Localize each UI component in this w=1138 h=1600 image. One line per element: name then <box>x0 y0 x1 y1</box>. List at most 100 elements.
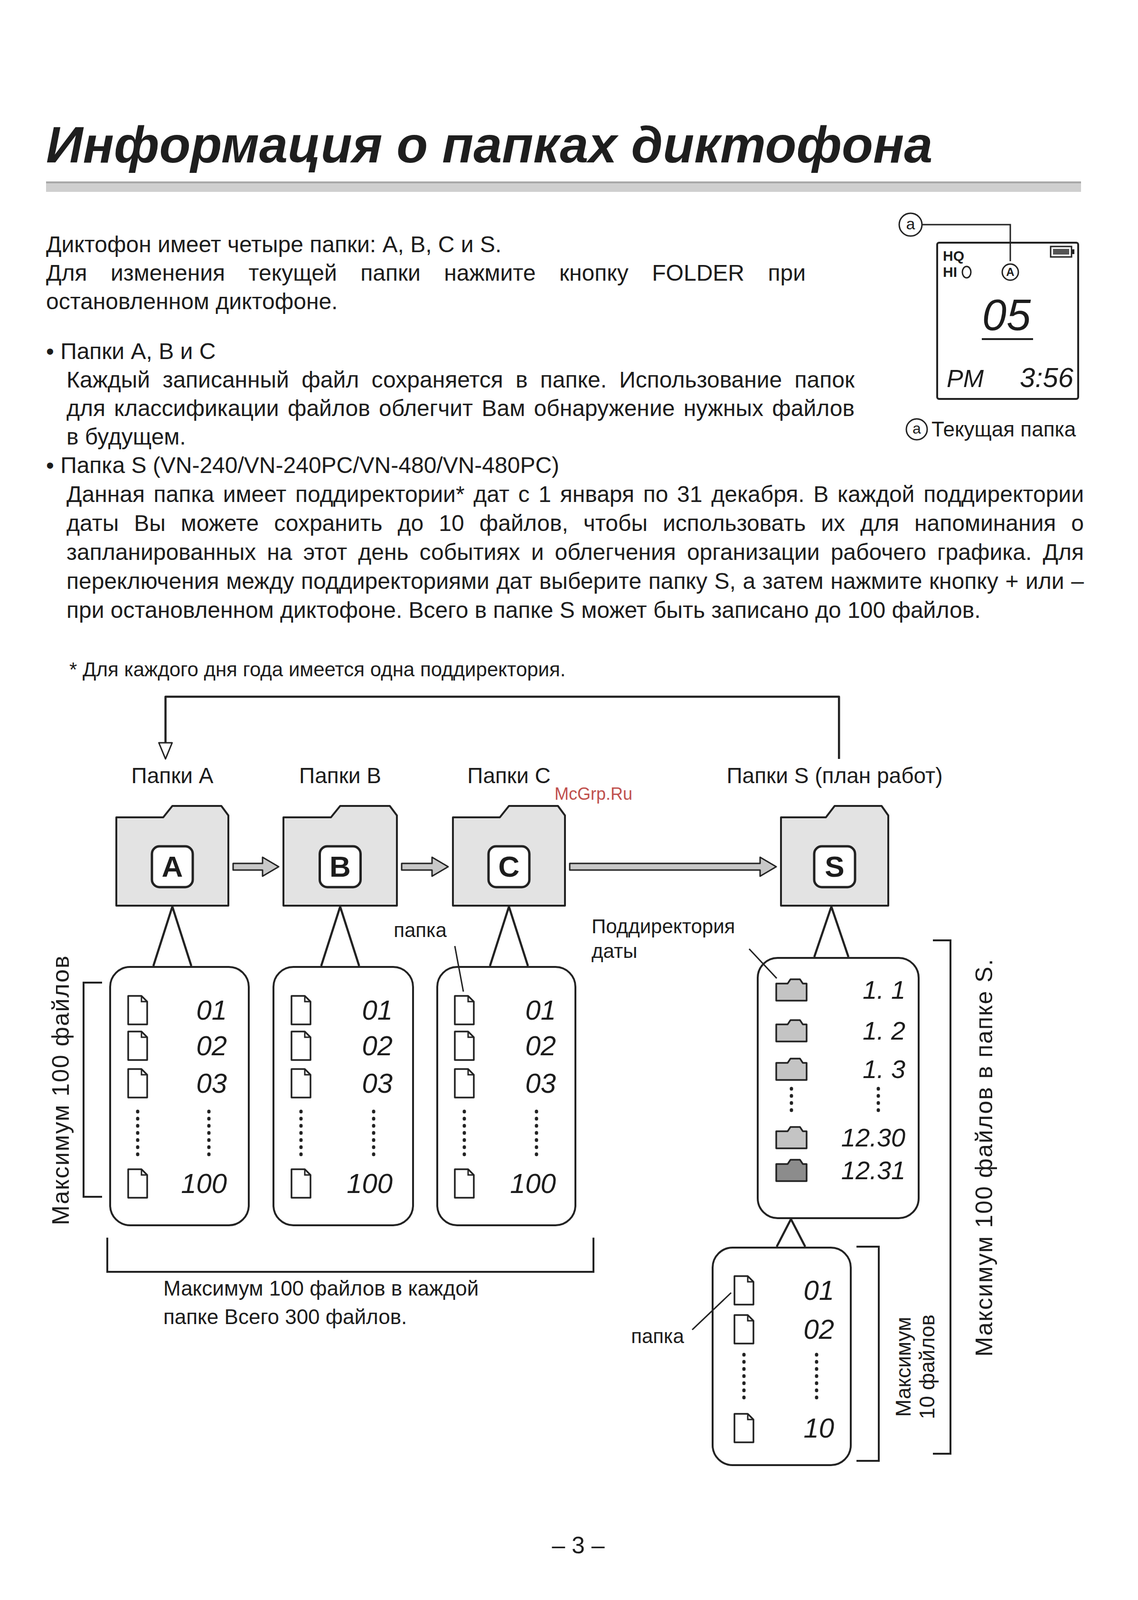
file-icon <box>454 1068 474 1098</box>
ellipsis-dots <box>372 1110 376 1159</box>
folder-icon: Папки BB <box>282 758 398 907</box>
connector <box>814 906 849 957</box>
file-number: 100 <box>346 1166 393 1200</box>
letter-frame <box>814 846 856 887</box>
folder-icon: Папки CC <box>451 758 566 907</box>
file-list: 010203 100 <box>272 965 414 1226</box>
file-icon <box>128 1031 148 1060</box>
file-number: 12.31 <box>841 1154 906 1186</box>
file-number: 1. 1 <box>862 974 906 1006</box>
callout-wedge <box>776 1218 806 1247</box>
file-number: 01 <box>361 993 393 1027</box>
file-icon <box>454 995 474 1025</box>
file-icon <box>291 1168 311 1198</box>
flow-arrow <box>233 856 279 876</box>
battery-icon <box>1050 246 1072 257</box>
file-number: 01 <box>196 993 227 1027</box>
ellipsis-dots <box>790 1088 794 1116</box>
folder-outline <box>116 805 229 906</box>
folder-outline <box>283 805 397 906</box>
file-number: 01 <box>525 993 556 1027</box>
page-number: – 3 – <box>551 1530 605 1560</box>
loop-line <box>165 696 840 759</box>
callout-label: Поддиректория даты <box>591 913 749 964</box>
callout-wedge <box>814 906 849 957</box>
file-icon <box>128 1068 148 1098</box>
file-icon <box>734 1275 754 1305</box>
folder-letter: S <box>824 848 845 885</box>
file-list: 010203 100 <box>436 965 577 1226</box>
date-folder-icon <box>776 1126 807 1148</box>
folder-heading: Папки A <box>131 762 214 789</box>
letter-frame <box>319 846 361 887</box>
bracket-label: Максимум 100 файлов <box>46 954 76 1225</box>
callout-letter: a <box>906 214 916 234</box>
connector <box>153 906 192 966</box>
callout-label: папка <box>393 918 447 942</box>
folder-outline <box>780 805 889 906</box>
file-number: 1. 3 <box>862 1053 906 1085</box>
folder-outline <box>452 805 565 906</box>
ellipsis-dots <box>742 1354 746 1403</box>
folder-heading: Папки C <box>467 762 551 789</box>
connector <box>776 1218 806 1247</box>
ellipsis-dots <box>299 1110 303 1159</box>
title-band-edge <box>46 181 1082 184</box>
file-icon <box>454 1168 474 1198</box>
bracket-label: Максимум 10 файлов <box>891 1306 940 1428</box>
file-number: 03 <box>525 1066 556 1100</box>
ellipsis-dots <box>462 1110 467 1159</box>
callout-wedge <box>321 906 360 966</box>
lcd-time: PM <box>946 363 984 394</box>
date-folder-icon <box>776 978 807 1001</box>
flow-arrow <box>401 856 449 876</box>
body-text: Каждый записанный файл сохраняется в пап… <box>66 365 855 452</box>
file-number: 1. 2 <box>862 1015 906 1046</box>
bracket-label: Максимум 100 файлов в папке S. <box>969 957 999 1356</box>
lcd-indicator: HQ <box>942 247 965 265</box>
leader-line <box>749 948 777 979</box>
ellipsis-dots <box>207 1110 211 1159</box>
file-icon <box>291 1031 311 1060</box>
battery-level <box>1053 248 1070 255</box>
flow-arrow <box>569 856 777 876</box>
callout-wedge <box>153 906 192 966</box>
file-list: 010210 <box>711 1246 852 1466</box>
lcd-display: HQHIA05PM3:56 <box>936 241 1080 400</box>
connector <box>321 906 360 966</box>
leader-line <box>454 945 464 992</box>
callout-wedge <box>489 906 528 966</box>
file-icon <box>734 1413 754 1442</box>
bracket <box>107 1237 594 1272</box>
connector <box>569 856 777 876</box>
file-icon <box>734 1314 754 1344</box>
date-list: 1. 11. 21. 312.3012.31 <box>756 956 920 1219</box>
lcd-indicator: HI <box>942 263 958 281</box>
date-folder-icon <box>776 1058 807 1080</box>
callout-letter: a <box>912 419 922 438</box>
file-list: 010203100 <box>109 965 250 1226</box>
bullet-heading: • Папка S (VN-240/VN-240PC/VN-480/VN-480… <box>46 451 560 480</box>
lcd-time: 3:56 <box>1019 360 1074 395</box>
callout-label: папка <box>630 1324 685 1348</box>
file-number: 02 <box>525 1028 556 1063</box>
mic-icon <box>962 266 971 278</box>
connector <box>401 856 449 876</box>
file-icon <box>454 1031 474 1060</box>
file-number: 02 <box>361 1028 393 1063</box>
arrow-head <box>159 742 173 759</box>
letter-frame <box>488 846 530 887</box>
file-number: 03 <box>361 1066 393 1100</box>
file-number: 02 <box>803 1312 835 1346</box>
file-icon <box>128 995 148 1025</box>
letter-frame <box>151 846 193 887</box>
file-icon <box>128 1168 148 1198</box>
connector <box>233 856 279 876</box>
page-title: Информация о папках диктофона <box>46 113 933 176</box>
footnote: * Для каждого дня года имеется одна подд… <box>69 657 566 682</box>
callout-circle <box>899 213 922 236</box>
file-number: 10 <box>803 1410 835 1445</box>
body-text: Данная папка имеет поддиректории* дат с … <box>66 479 1084 625</box>
file-number: 100 <box>509 1166 556 1200</box>
folder-icon: Папки S (план работ)S <box>780 758 890 907</box>
